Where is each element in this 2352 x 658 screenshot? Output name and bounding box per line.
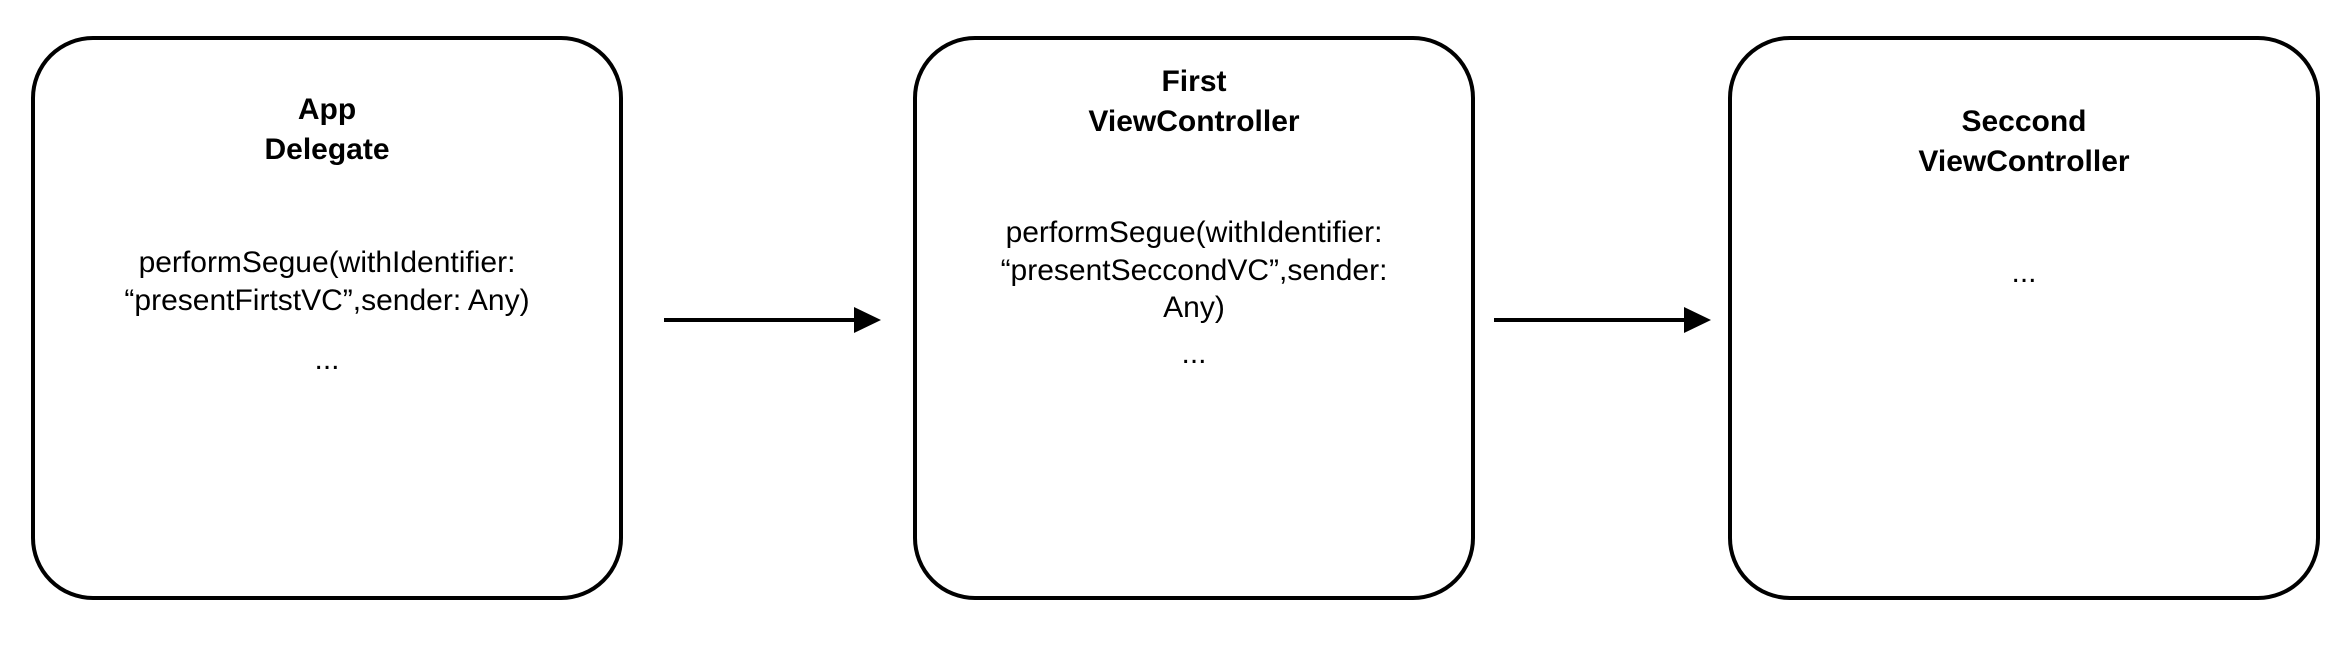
node-app-delegate-title: App Delegate	[264, 93, 390, 166]
node-first-view-controller-title: First ViewController	[1088, 65, 1300, 138]
arrow-app-delegate-to-first-vc	[664, 307, 881, 333]
node-first-view-controller-ellipsis: ...	[1181, 337, 1207, 371]
node-app-delegate[interactable]: App Delegate performSegue(withIdentifier…	[31, 36, 623, 600]
node-second-view-controller[interactable]: Seccond ViewController ...	[1728, 36, 2320, 600]
node-second-view-controller-ellipsis: ...	[2011, 255, 2037, 289]
arrow-first-vc-to-second-vc	[1494, 307, 1711, 333]
node-second-view-controller-title: Seccond ViewController	[1918, 105, 2130, 178]
node-app-delegate-ellipsis: ...	[314, 343, 340, 377]
node-app-delegate-body: performSegue(withIdentifier: “presentFir…	[124, 245, 530, 317]
arrowhead-icon	[854, 307, 881, 333]
arrowhead-icon	[1684, 307, 1711, 333]
node-first-view-controller[interactable]: First ViewController performSegue(withId…	[913, 36, 1475, 600]
node-first-view-controller-body: performSegue(withIdentifier: “presentSec…	[1000, 215, 1388, 325]
